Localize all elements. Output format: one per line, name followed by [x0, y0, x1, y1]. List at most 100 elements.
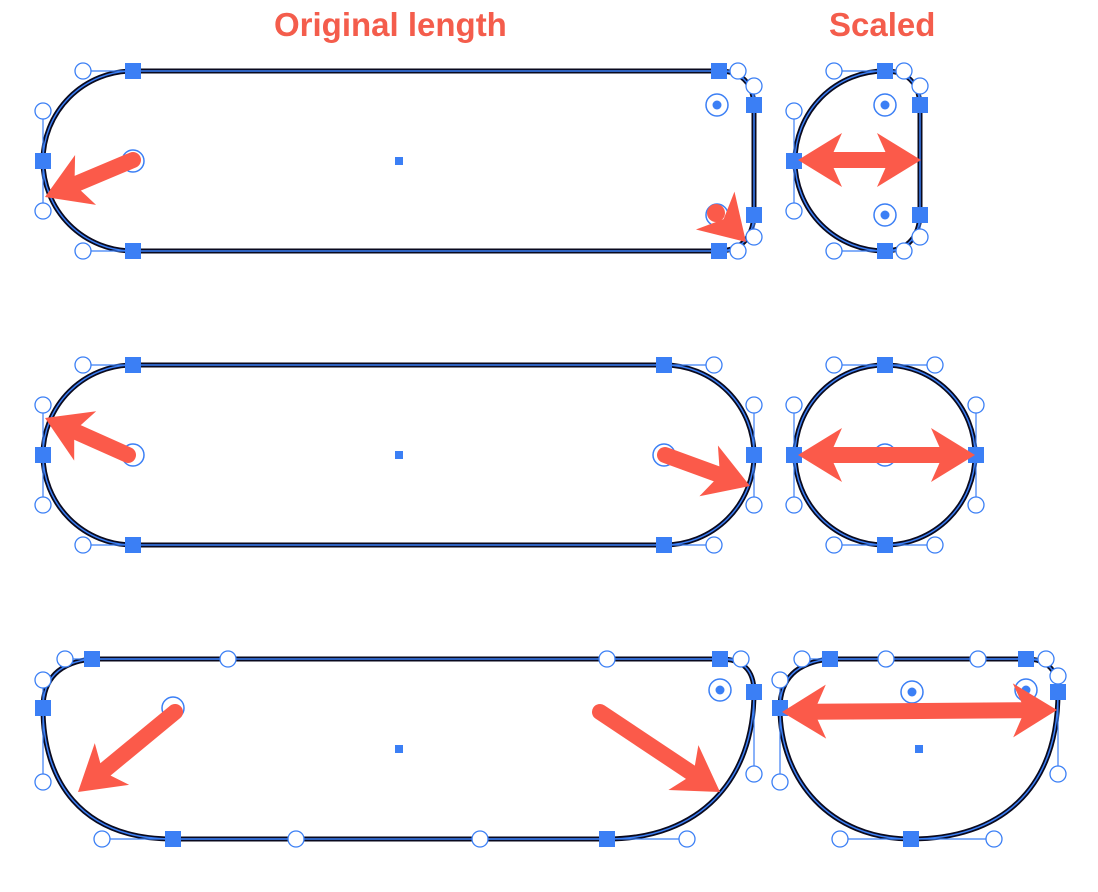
anchor-point[interactable] [1018, 651, 1034, 667]
handle-point[interactable] [785, 102, 803, 120]
handle-point[interactable] [471, 830, 489, 848]
anchor-point[interactable] [746, 684, 762, 700]
anchor-point[interactable] [656, 537, 672, 553]
arrow-shaft [93, 704, 183, 781]
anchor-point[interactable] [125, 357, 141, 373]
arrow-head [668, 745, 720, 792]
handle-point[interactable] [1049, 765, 1067, 783]
handle-point[interactable] [926, 536, 944, 554]
handle-point[interactable] [34, 671, 52, 689]
anchor-point[interactable] [35, 447, 51, 463]
handle-point[interactable] [911, 77, 929, 95]
anchor-point[interactable] [656, 357, 672, 373]
anchor-point[interactable] [877, 357, 893, 373]
center-point [915, 745, 923, 753]
arrow-shaft [803, 702, 1036, 720]
arrow-head [78, 743, 130, 792]
handle-point[interactable] [34, 773, 52, 791]
anchor-point[interactable] [165, 831, 181, 847]
handle-point[interactable] [985, 830, 1003, 848]
anchor-point[interactable] [125, 63, 141, 79]
handle-point[interactable] [1037, 650, 1055, 668]
handle-point[interactable] [93, 830, 111, 848]
handle-point[interactable] [825, 62, 843, 80]
anchor-point[interactable] [125, 243, 141, 259]
anchor-point[interactable] [746, 447, 762, 463]
handle-point[interactable] [877, 650, 895, 668]
handle-point[interactable] [705, 536, 723, 554]
corner-widget-dot [712, 100, 722, 110]
anchor-point[interactable] [746, 97, 762, 113]
handle-point[interactable] [74, 356, 92, 374]
handle-point[interactable] [745, 396, 763, 414]
corner-widget-dot [880, 100, 890, 110]
handle-point[interactable] [967, 396, 985, 414]
handle-point[interactable] [771, 773, 789, 791]
handle-point[interactable] [745, 228, 763, 246]
handle-point[interactable] [745, 496, 763, 514]
anchor-point[interactable] [746, 207, 762, 223]
arrow-shaft [657, 447, 730, 484]
handle-point[interactable] [895, 62, 913, 80]
handle-point[interactable] [745, 77, 763, 95]
handle-point[interactable] [705, 356, 723, 374]
anchor-point[interactable] [822, 651, 838, 667]
anchor-point[interactable] [35, 153, 51, 169]
handle-point[interactable] [219, 650, 237, 668]
anchor-point[interactable] [877, 537, 893, 553]
handle-point[interactable] [74, 62, 92, 80]
handle-point[interactable] [785, 202, 803, 220]
anchor-point[interactable] [84, 651, 100, 667]
handle-point[interactable] [34, 396, 52, 414]
handle-point[interactable] [911, 228, 929, 246]
handle-point[interactable] [771, 671, 789, 689]
handle-point[interactable] [34, 496, 52, 514]
handle-point[interactable] [831, 830, 849, 848]
anchor-point[interactable] [912, 207, 928, 223]
arrow-head [798, 133, 842, 187]
handle-point[interactable] [926, 356, 944, 374]
handle-point[interactable] [793, 650, 811, 668]
handle-point[interactable] [34, 102, 52, 120]
handle-point[interactable] [34, 202, 52, 220]
arrow-head [782, 684, 827, 739]
anchor-point[interactable] [712, 651, 728, 667]
handle-point[interactable] [56, 650, 74, 668]
anchor-point[interactable] [786, 153, 802, 169]
arrow-head [45, 155, 97, 205]
anchor-point[interactable] [711, 243, 727, 259]
arrow-head [877, 133, 921, 187]
anchor-point[interactable] [786, 447, 802, 463]
center-point [395, 451, 403, 459]
arrow-shaft [707, 204, 725, 222]
anchor-point[interactable] [877, 243, 893, 259]
handle-point[interactable] [729, 62, 747, 80]
handle-point[interactable] [74, 536, 92, 554]
handle-point[interactable] [969, 650, 987, 668]
handle-point[interactable] [745, 765, 763, 783]
handle-point[interactable] [732, 650, 750, 668]
anchor-point[interactable] [599, 831, 615, 847]
handle-point[interactable] [825, 242, 843, 260]
anchor-point[interactable] [125, 537, 141, 553]
handle-point[interactable] [895, 242, 913, 260]
handle-point[interactable] [729, 242, 747, 260]
anchor-point[interactable] [35, 700, 51, 716]
anchor-point[interactable] [968, 447, 984, 463]
handle-point[interactable] [825, 536, 843, 554]
handle-point[interactable] [678, 830, 696, 848]
anchor-point[interactable] [711, 63, 727, 79]
handle-point[interactable] [1049, 667, 1067, 685]
handle-point[interactable] [598, 650, 616, 668]
anchor-point[interactable] [1050, 684, 1066, 700]
anchor-point[interactable] [877, 63, 893, 79]
handle-point[interactable] [287, 830, 305, 848]
anchor-point[interactable] [903, 831, 919, 847]
anchor-point[interactable] [912, 97, 928, 113]
handle-point[interactable] [825, 356, 843, 374]
handle-point[interactable] [967, 496, 985, 514]
handle-point[interactable] [74, 242, 92, 260]
handle-point[interactable] [785, 496, 803, 514]
handle-point[interactable] [785, 396, 803, 414]
